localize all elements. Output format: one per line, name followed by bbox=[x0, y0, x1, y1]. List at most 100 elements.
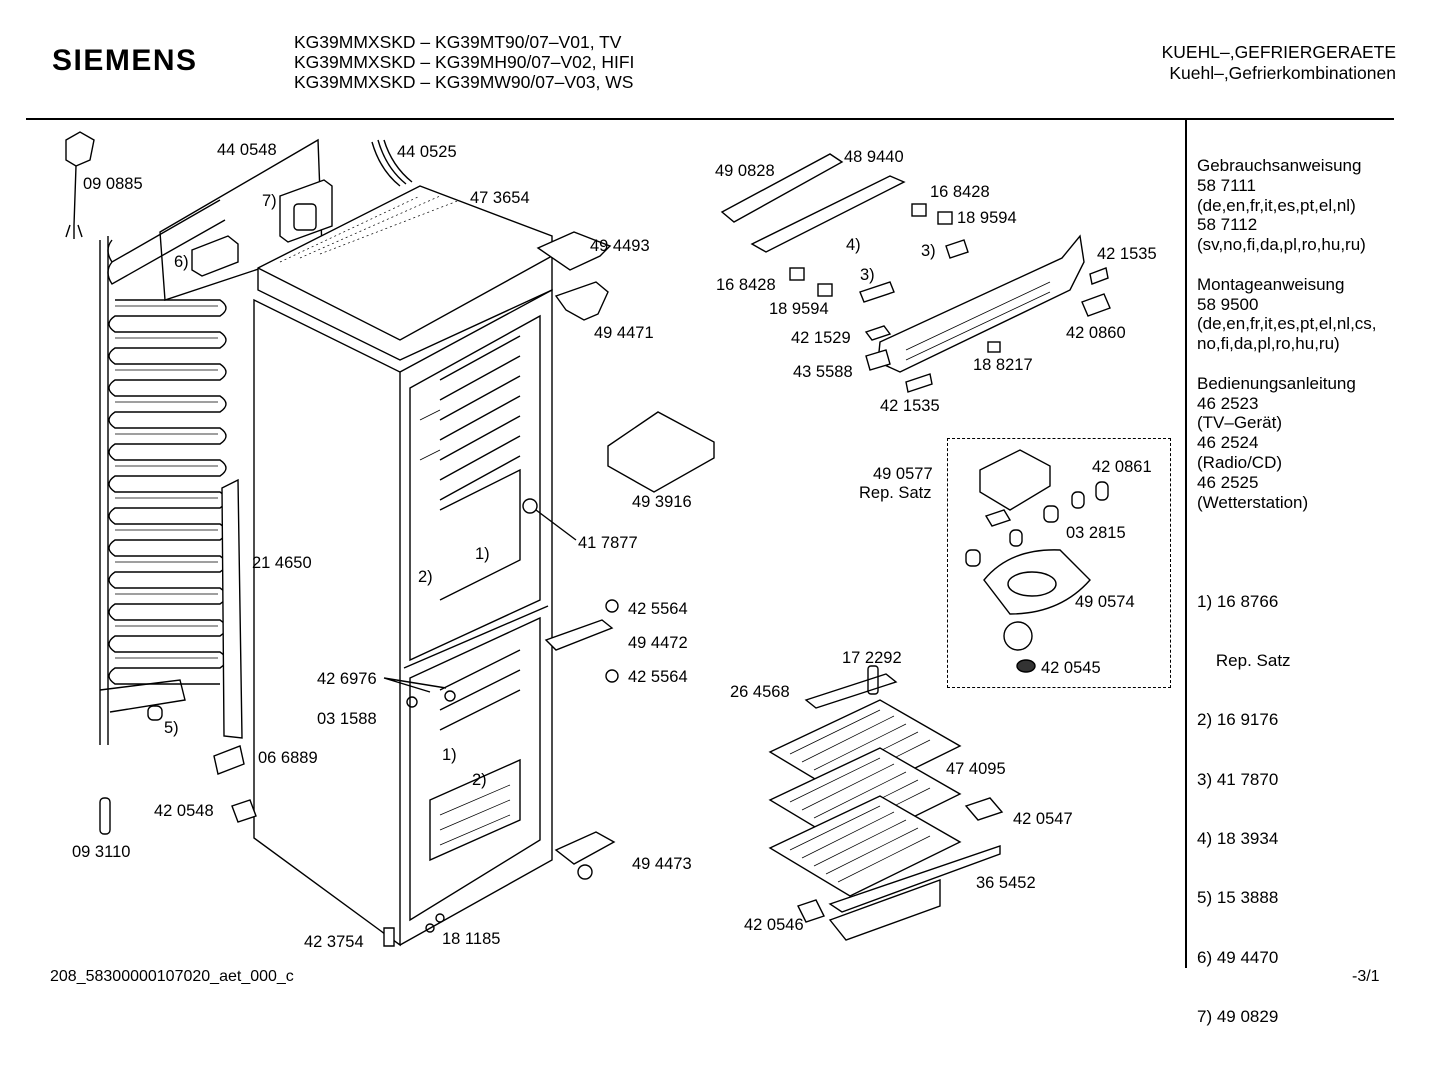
lower-hinge bbox=[554, 831, 616, 865]
cabinet-top bbox=[257, 185, 553, 361]
end-cap bbox=[865, 349, 891, 371]
part-label: 49 3916 bbox=[632, 493, 692, 511]
adjust-foot bbox=[577, 864, 593, 880]
part-label: 18 1185 bbox=[442, 930, 501, 948]
part-label: 42 0860 bbox=[1066, 324, 1126, 342]
header-divider bbox=[26, 118, 1394, 120]
lamp-socket bbox=[1043, 505, 1059, 523]
part-label: 47 4095 bbox=[946, 760, 1006, 778]
part-label: 1) bbox=[442, 746, 457, 764]
cap-part bbox=[1016, 659, 1036, 673]
washer-part bbox=[435, 913, 445, 923]
bracket-part bbox=[213, 745, 245, 775]
part-label: 18 9594 bbox=[957, 209, 1017, 227]
legend-item: 1) 16 8766 bbox=[1197, 591, 1279, 611]
part-label: 49 4473 bbox=[632, 855, 692, 873]
seal-pad bbox=[984, 509, 1012, 527]
top-cover-part bbox=[536, 231, 612, 271]
part-label: 5) bbox=[164, 719, 179, 737]
part-label: 49 0574 bbox=[1075, 593, 1135, 611]
part-label: 42 3754 bbox=[304, 933, 364, 951]
part-label: 41 7877 bbox=[578, 534, 638, 552]
part-label: 42 0546 bbox=[744, 916, 804, 934]
power-plug bbox=[65, 131, 95, 239]
part-label: 18 8217 bbox=[973, 356, 1033, 374]
wiring-harness bbox=[371, 139, 413, 187]
doc-line: (de,en,fr,it,es,pt,el,nl) bbox=[1197, 195, 1356, 215]
part-label: 2) bbox=[418, 568, 433, 586]
part-label: Rep. Satz bbox=[859, 484, 932, 502]
clip-part bbox=[231, 799, 257, 823]
part-label: 06 6889 bbox=[258, 749, 318, 767]
button-part bbox=[817, 283, 833, 297]
end-cap bbox=[1081, 293, 1111, 317]
part-label: 49 4471 bbox=[594, 324, 654, 342]
cover-strip bbox=[905, 373, 933, 393]
part-label: 4) bbox=[846, 236, 861, 254]
clip-part bbox=[987, 341, 1001, 353]
legend-item: 2) 16 9176 bbox=[1197, 710, 1279, 730]
doc-block-install: Montageanweisung 58 9500 (de,en,fr,it,es… bbox=[1197, 275, 1377, 354]
category-block: KUEHL–,GEFRIERGERAETE Kuehl–,Gefrierkomb… bbox=[1162, 42, 1396, 84]
lamp-cover-part bbox=[979, 449, 1051, 511]
cover-strip bbox=[1089, 267, 1109, 285]
switch-part bbox=[911, 203, 927, 217]
part-label: 48 9440 bbox=[844, 148, 904, 166]
part-label: 49 4472 bbox=[628, 634, 688, 652]
key-part bbox=[859, 281, 895, 303]
tube-part bbox=[444, 690, 456, 702]
part-label: 42 1529 bbox=[791, 329, 851, 347]
category-subtitle: Kuehl–,Gefrierkombinationen bbox=[1169, 63, 1396, 83]
diffuser-ring bbox=[1007, 571, 1057, 597]
doc-line: no,fi,da,pl,ro,hu,ru) bbox=[1197, 334, 1340, 354]
document-id: 208_58300000107020_aet_000_c bbox=[50, 968, 294, 985]
part-label: 03 1588 bbox=[317, 710, 377, 728]
lamp-housing bbox=[607, 411, 715, 493]
doc-line: 58 7111 bbox=[1197, 175, 1256, 195]
grommet-part bbox=[147, 705, 163, 721]
relay-part bbox=[191, 235, 239, 277]
part-label: 7) bbox=[262, 192, 277, 210]
washer-part bbox=[425, 923, 435, 933]
part-label: 42 0545 bbox=[1041, 659, 1101, 677]
part-label: 1) bbox=[475, 545, 490, 563]
part-label: 3) bbox=[921, 242, 936, 260]
part-label: 42 6976 bbox=[317, 670, 377, 688]
legend-item: 4) 18 3934 bbox=[1197, 829, 1279, 849]
doc-line: (sv,no,fi,da,pl,ro,hu,ru) bbox=[1197, 235, 1366, 255]
part-label: 16 8428 bbox=[716, 276, 776, 294]
doc-line: (de,en,fr,it,es,pt,el,nl,cs, bbox=[1197, 314, 1377, 334]
part-label: 43 5588 bbox=[793, 363, 853, 381]
key-part bbox=[945, 239, 969, 259]
button-part bbox=[937, 211, 953, 225]
doc-line: 46 2523 bbox=[1197, 393, 1259, 413]
part-label: 42 1535 bbox=[880, 397, 940, 415]
part-label: 2) bbox=[472, 771, 487, 789]
switch-part bbox=[789, 267, 805, 281]
page-number: -3/1 bbox=[1352, 968, 1380, 985]
category-title: KUEHL–,GEFRIERGERAETE bbox=[1161, 42, 1396, 62]
model-list: KG39MMXSKD – KG39MT90/07–V01, TV KG39MMX… bbox=[294, 32, 634, 92]
documentation-sidebar: Gebrauchsanweisung 58 7111 (de,en,fr,it,… bbox=[1197, 156, 1377, 1067]
sensor-part bbox=[522, 498, 538, 514]
model-line: KG39MMXSKD – KG39MH90/07–V02, HIFI bbox=[294, 52, 635, 72]
screw-part bbox=[383, 927, 395, 947]
part-label: 49 0828 bbox=[715, 162, 775, 180]
fascia-handle bbox=[877, 234, 1085, 373]
bulb-part bbox=[1071, 491, 1085, 509]
part-label: 44 0525 bbox=[397, 143, 457, 161]
part-label: 17 2292 bbox=[842, 649, 902, 667]
part-label: 44 0548 bbox=[217, 141, 277, 159]
end-cap bbox=[864, 325, 892, 341]
exploded-view-drawing bbox=[65, 131, 1111, 947]
bulb-part bbox=[1095, 481, 1109, 501]
doc-title: Bedienungsanleitung bbox=[1197, 373, 1356, 393]
sidebar-divider bbox=[1185, 118, 1187, 968]
legend-item: 5) 15 3888 bbox=[1197, 888, 1279, 908]
upper-hinge bbox=[554, 281, 609, 321]
model-line: KG39MMXSKD – KG39MW90/07–V03, WS bbox=[294, 72, 634, 92]
legend-item: 6) 49 4470 bbox=[1197, 947, 1279, 967]
doc-line: (Radio/CD) bbox=[1197, 452, 1283, 472]
filter-dryer-part bbox=[99, 797, 111, 835]
part-label: 3) bbox=[860, 266, 875, 284]
